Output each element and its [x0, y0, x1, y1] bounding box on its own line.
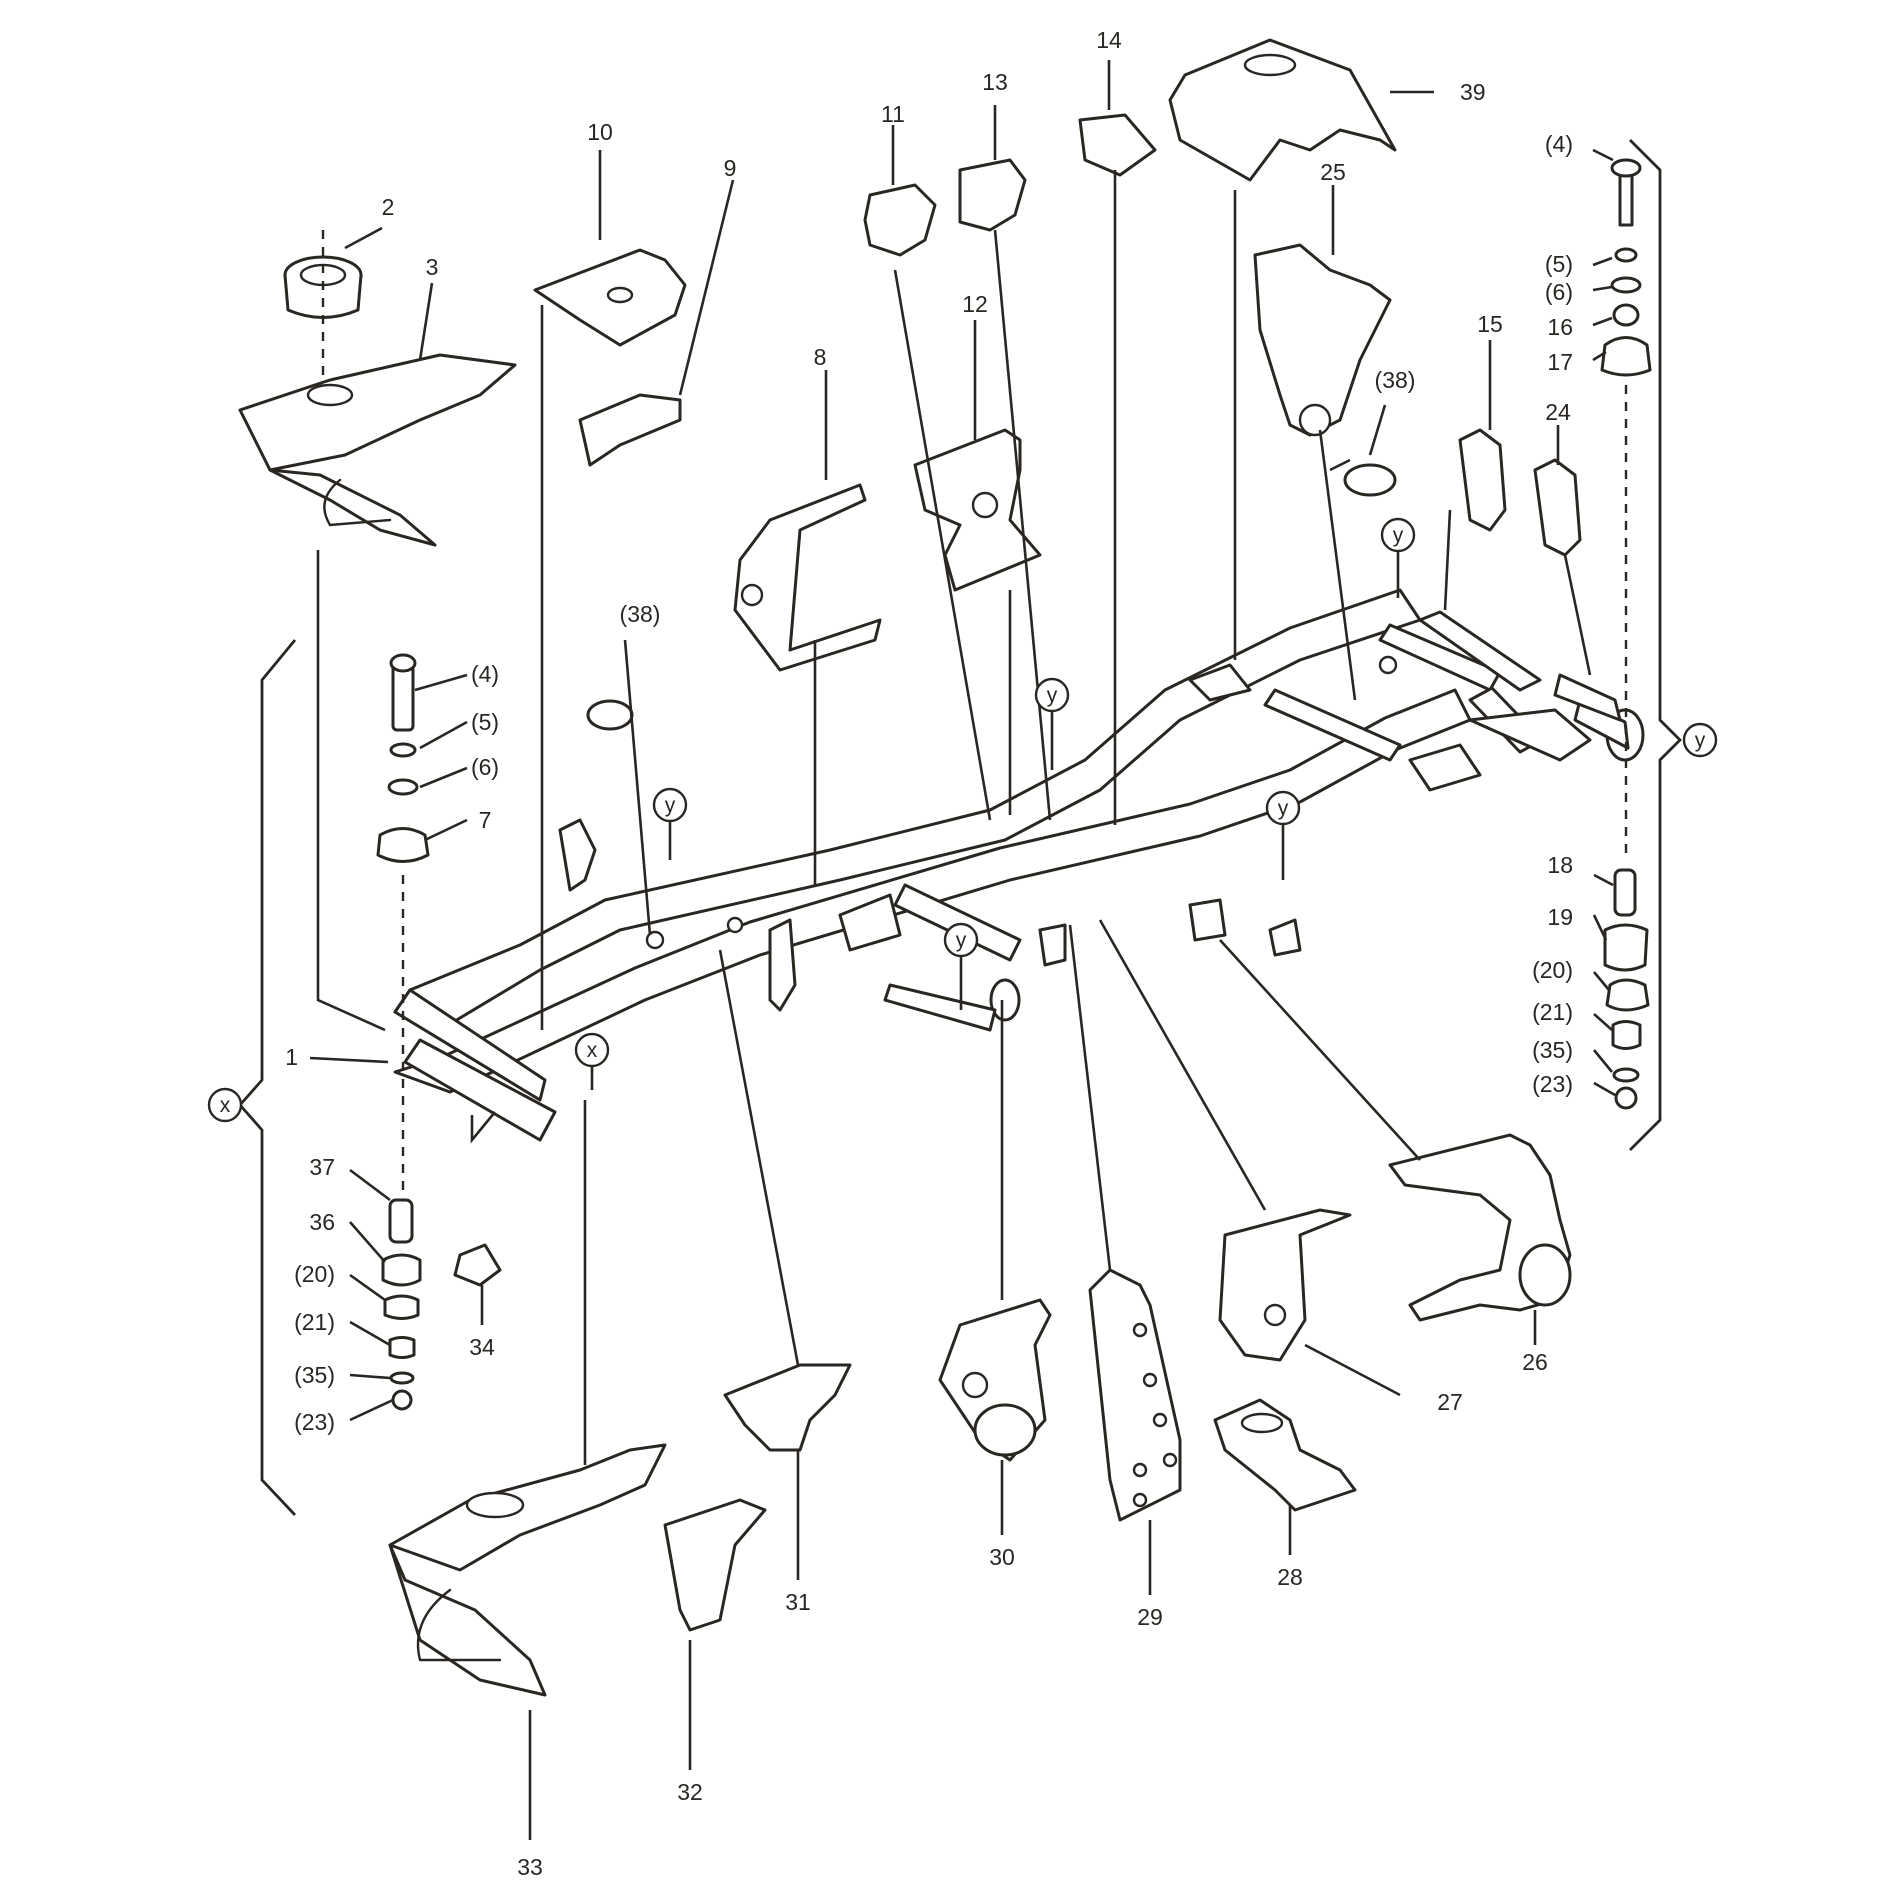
- part-28-bracket: [1213, 1398, 1357, 1512]
- callout-4-right: (4): [1545, 131, 1573, 157]
- callout-10: 10: [587, 119, 613, 145]
- callout-35-left: (35): [294, 1362, 335, 1388]
- callout-2: 2: [382, 194, 395, 220]
- part-24-bracket: [1533, 458, 1582, 557]
- part-13-bracket: [958, 158, 1027, 232]
- part-9-bracket: [578, 393, 682, 467]
- callout-1: 1: [285, 1044, 298, 1070]
- callout-20-left: (20): [294, 1261, 335, 1287]
- reference-markers: x x y y y y y y: [207, 517, 1718, 1123]
- callout-11: 11: [881, 101, 905, 127]
- part-29-plate: [1088, 1268, 1182, 1522]
- callout-31: 31: [785, 1589, 811, 1615]
- marker-y-b: y: [1034, 677, 1070, 713]
- part-27-bracket: [1218, 1208, 1352, 1362]
- part-30-mount: [938, 1298, 1052, 1462]
- right-mount-stack-bottom: [1603, 868, 1650, 1110]
- marker-y-right: y: [1682, 722, 1718, 758]
- callout-21-right: (21): [1532, 999, 1573, 1025]
- part-15-bracket: [1458, 428, 1507, 532]
- callout-36: 36: [309, 1209, 335, 1235]
- callout-13: 13: [982, 69, 1008, 95]
- svg-text:y: y: [1695, 729, 1706, 752]
- part-34-clip: [453, 1243, 502, 1287]
- callout-5-right: (5): [1545, 251, 1573, 277]
- callout-14: 14: [1096, 27, 1122, 53]
- callout-25: 25: [1320, 159, 1346, 185]
- callout-5: (5): [471, 709, 499, 735]
- callout-20-right: (20): [1532, 957, 1573, 983]
- right-mount-stack-top: [1600, 158, 1652, 377]
- marker-y-e: y: [943, 922, 979, 958]
- left-brace: [238, 639, 297, 1516]
- marker-x-frame: x: [574, 1032, 610, 1068]
- part-11-bracket: [863, 183, 937, 257]
- callout-34: 34: [469, 1334, 495, 1360]
- part-10-plate: [533, 248, 687, 347]
- part-31-bracket: [723, 1363, 852, 1452]
- marker-x-left: x: [207, 1087, 243, 1123]
- svg-text:x: x: [220, 1094, 231, 1117]
- callout-9: 9: [724, 155, 737, 181]
- part-14-bracket: [1078, 113, 1157, 177]
- part-26-bracket: [1388, 1133, 1572, 1322]
- callout-17: 17: [1547, 349, 1573, 375]
- svg-text:y: y: [1393, 524, 1404, 547]
- callout-30: 30: [989, 1544, 1015, 1570]
- callout-23-left: (23): [294, 1409, 335, 1435]
- svg-text:y: y: [1278, 797, 1289, 820]
- callout-35-right: (35): [1532, 1037, 1573, 1063]
- part-33-hanger: [388, 1443, 667, 1697]
- callout-38-right: (38): [1375, 367, 1416, 393]
- right-brace: [1629, 139, 1682, 1151]
- callout-28: 28: [1277, 1564, 1303, 1590]
- callout-39: 39: [1460, 79, 1486, 105]
- callout-4: (4): [471, 661, 499, 687]
- marker-y-d: y: [1265, 790, 1301, 826]
- part-8-bracket: [733, 483, 882, 672]
- callout-19: 19: [1547, 904, 1573, 930]
- dashed-axes: [321, 230, 1628, 1195]
- svg-text:x: x: [587, 1039, 598, 1062]
- leader-lines: [309, 60, 1616, 1840]
- callout-16: 16: [1547, 314, 1573, 340]
- callout-3: 3: [426, 254, 439, 280]
- callout-15: 15: [1477, 311, 1503, 337]
- part-38-plug-right: [1343, 463, 1397, 497]
- callout-6: (6): [471, 754, 499, 780]
- callout-27: 27: [1437, 1389, 1463, 1415]
- callout-labels: 1 2 3 (4) (5) (6) 7 8 9 10 11 12 13 14 1…: [285, 27, 1573, 1880]
- svg-text:y: y: [665, 794, 676, 817]
- callout-18: 18: [1547, 852, 1573, 878]
- callout-29: 29: [1137, 1604, 1163, 1630]
- svg-text:y: y: [956, 929, 967, 952]
- left-mount-stack-bottom: [381, 1198, 422, 1411]
- callout-24: 24: [1545, 399, 1571, 425]
- callout-38-left: (38): [620, 601, 661, 627]
- callout-32: 32: [677, 1779, 703, 1805]
- part-2-bush: [283, 255, 363, 319]
- part-32-bracket: [663, 1498, 767, 1632]
- part-38-plug-left: [586, 699, 634, 731]
- callout-21-left: (21): [294, 1309, 335, 1335]
- callout-26: 26: [1522, 1349, 1548, 1375]
- callout-33: 33: [517, 1854, 543, 1880]
- callout-23-right: (23): [1532, 1071, 1573, 1097]
- callout-37: 37: [309, 1154, 335, 1180]
- part-3-front-hanger: [238, 353, 517, 547]
- part-25-mount: [1253, 243, 1392, 437]
- callout-6-right: (6): [1545, 279, 1573, 305]
- left-mount-stack-top: [376, 653, 430, 863]
- svg-text:y: y: [1047, 684, 1058, 707]
- callout-7: 7: [479, 807, 492, 833]
- marker-y-a: y: [1380, 517, 1416, 553]
- callout-12: 12: [962, 291, 988, 317]
- callout-8: 8: [814, 344, 827, 370]
- marker-y-c: y: [652, 787, 688, 823]
- part-39-saddle: [1168, 38, 1397, 182]
